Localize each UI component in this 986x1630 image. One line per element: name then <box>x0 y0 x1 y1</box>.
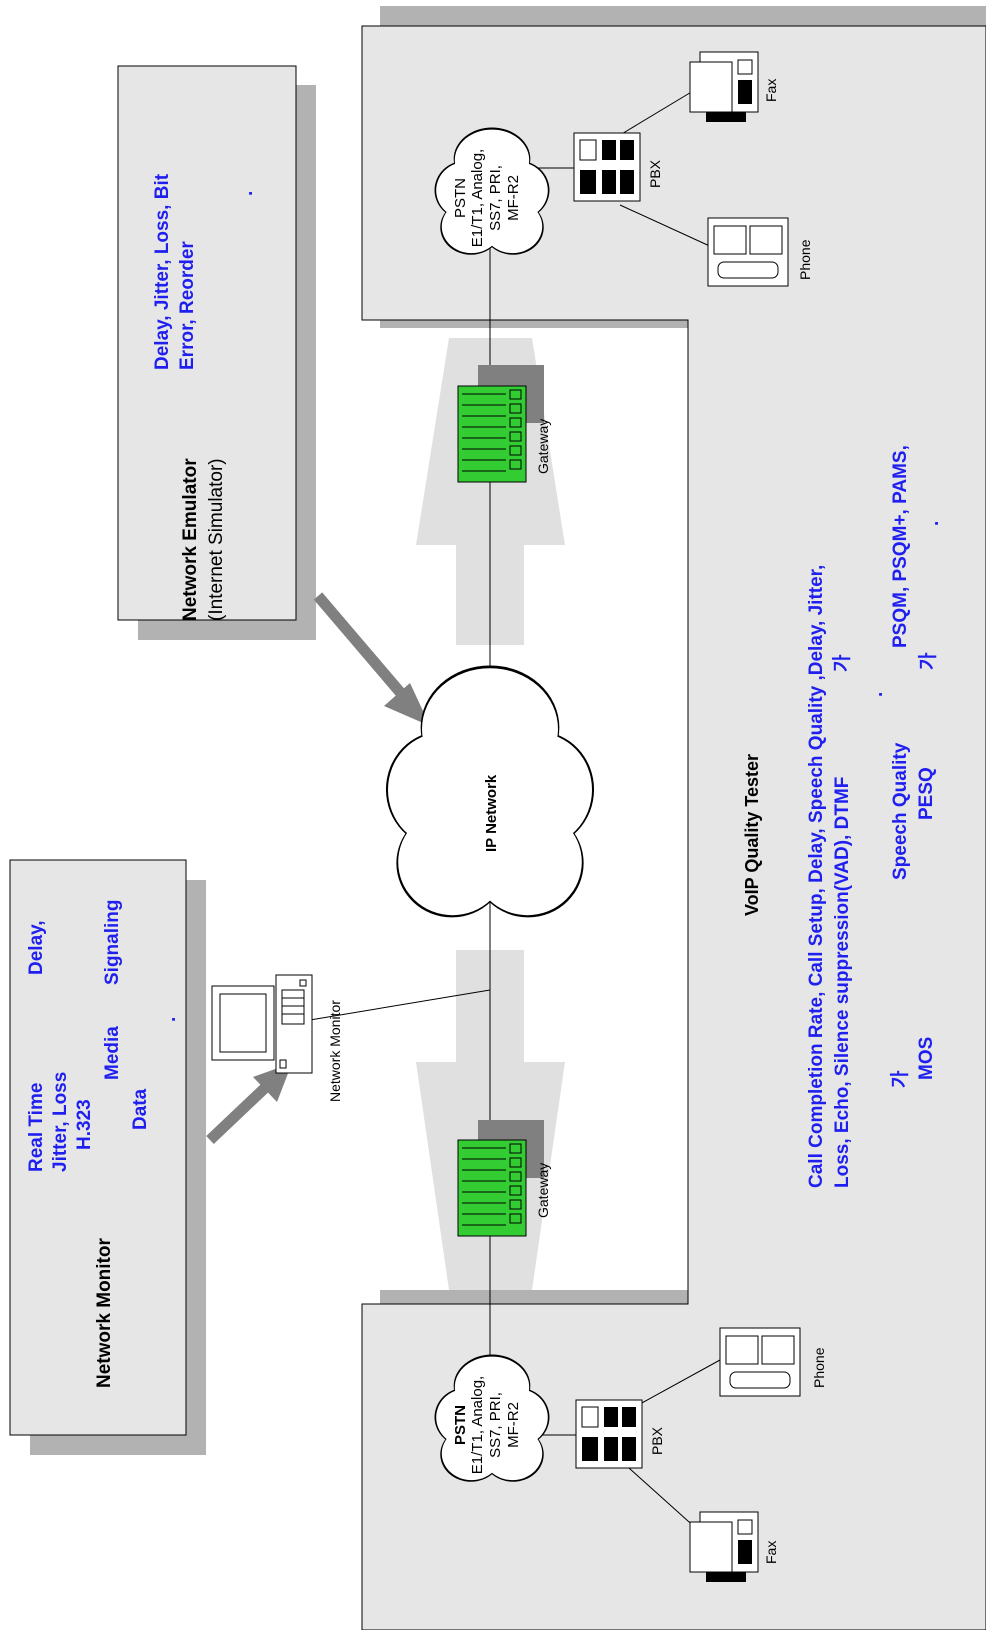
monitor-arrow <box>206 1063 292 1144</box>
emulator-features-line1: Delay, Jitter, Loss, Bit <box>152 173 173 370</box>
quality-tester-dot-2: . <box>922 521 943 526</box>
quality-tester-line1: Call Completion Rate, Call Setup, Delay,… <box>806 565 827 1188</box>
svg-text:E1/T1, Analog,: E1/T1, Analog, <box>469 149 486 247</box>
monitor-feature-dot: . <box>159 1017 180 1022</box>
quality-tester-hangul-3: 가 <box>889 1070 911 1088</box>
network-monitor-device-label: Network Monitor <box>327 1000 343 1102</box>
quality-tester-dot-1: . <box>866 692 887 697</box>
monitor-feature-media: Media <box>102 1026 123 1080</box>
svg-text:SS7, PRI,: SS7, PRI, <box>487 165 504 231</box>
phone-bottom-label: Phone <box>811 1347 827 1388</box>
gateway-top-icon <box>457 365 544 483</box>
network-emulator-subtitle: (Internet Simulator) <box>206 458 227 621</box>
quality-tester-hangul-2: 가 <box>917 652 939 670</box>
svg-text:PSTN: PSTN <box>452 1405 469 1445</box>
network-emulator-panel <box>117 65 297 621</box>
quality-tester-line2: Loss, Echo, Silence suppression(VAD), DT… <box>832 777 853 1188</box>
pstn-top-label: PSTN E1/T1, Analog, SS7, PRI, MF-R2 <box>452 149 522 247</box>
monitor-feature-signaling: Signaling <box>102 900 123 986</box>
svg-text:E1/T1, Analog,: E1/T1, Analog, <box>469 1376 486 1474</box>
pbx-bottom-icon <box>575 1399 643 1469</box>
pbx-bottom-label: PBX <box>649 1426 665 1455</box>
phone-top-label: Phone <box>797 239 813 280</box>
network-monitor-panel <box>9 859 187 1436</box>
phone-top-icon <box>707 217 789 287</box>
svg-text:MF-R2: MF-R2 <box>505 175 522 221</box>
speech-quality-label: Speech Quality <box>890 742 911 880</box>
monitor-feature-delay: Delay, <box>26 920 47 975</box>
emulator-to-network-arrow <box>313 592 430 726</box>
network-monitor-title: Network Monitor <box>94 1238 115 1388</box>
emulator-features-line2: Error, Reorder <box>177 241 198 370</box>
phone-bottom-icon <box>719 1327 801 1397</box>
monitor-tap-line <box>297 989 491 1023</box>
network-emulator-title: Network Emulator <box>180 458 201 621</box>
quality-tester-region <box>361 25 986 1630</box>
quality-tester-title: VoIP Quality Tester <box>742 754 762 916</box>
monitor-feature-data: Data <box>130 1088 151 1130</box>
gateway-top-label: Gateway <box>535 419 551 474</box>
svg-text:SS7, PRI,: SS7, PRI, <box>487 1392 504 1458</box>
mos-label: MOS <box>916 1037 937 1080</box>
pbx-top-icon <box>573 132 641 202</box>
monitor-feature-h323: H.323 <box>74 1099 95 1150</box>
svg-text:MF-R2: MF-R2 <box>505 1402 522 1448</box>
quality-tester-hangul-1: 가 <box>831 654 853 672</box>
fax-bottom-icon <box>689 1511 759 1582</box>
pesq-label: PESQ <box>916 767 937 820</box>
network-monitor-computer-icon <box>211 974 313 1074</box>
fax-bottom-label: Fax <box>763 1541 779 1564</box>
gateway-bottom-icon <box>457 1120 544 1237</box>
fax-top-label: Fax <box>763 79 779 102</box>
pstn-bottom-label: PSTN E1/T1, Analog, SS7, PRI, MF-R2 <box>452 1376 522 1474</box>
pbx-top-label: PBX <box>647 159 663 188</box>
fax-top-icon <box>689 51 759 122</box>
monitor-feature-realtime: Real Time <box>26 1083 47 1172</box>
emulator-features-dot: . <box>236 191 257 196</box>
ip-network-label: IP Network <box>483 774 500 852</box>
gateway-bottom-label: Gateway <box>535 1163 551 1218</box>
monitor-feature-jitter-loss: Jitter, Loss <box>50 1072 71 1172</box>
svg-text:PSTN: PSTN <box>452 178 469 218</box>
psqm-line: PSQM, PSQM+, PAMS, <box>890 445 911 648</box>
